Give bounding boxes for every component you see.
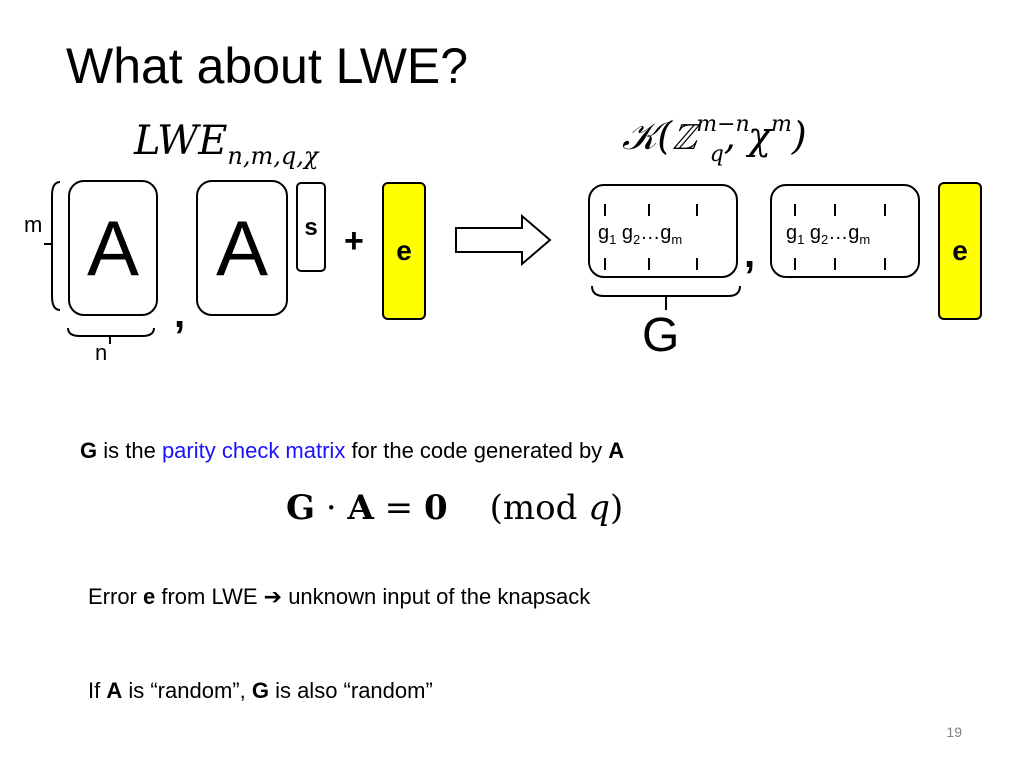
matrix-a2-label: A: [215, 204, 269, 292]
secret-label: s: [304, 214, 318, 241]
knapsack-label-sup2: m: [770, 112, 792, 137]
error-vector-right: e: [938, 182, 982, 320]
slide-title: What about LWE?: [66, 38, 469, 94]
plus-sign: +: [344, 222, 364, 260]
page-number: 19: [946, 724, 962, 740]
knapsack-label-sub: q: [709, 142, 724, 167]
text-parity-line: G is the parity check matrix for the cod…: [80, 438, 625, 463]
text-random-line: If A is “random”, G is also “random”: [88, 678, 433, 703]
m-bracket: [51, 181, 61, 311]
g-matrix-box-1: [588, 184, 738, 278]
lwe-label-subscript: n,m,q,χ: [227, 142, 319, 170]
lwe-label-main: LWE: [134, 118, 228, 164]
implies-arrow-icon: [455, 213, 552, 267]
error-label-left: e: [396, 235, 412, 266]
g-columns-label-1: g1 g2…gm: [598, 222, 683, 247]
n-bracket: [67, 327, 155, 337]
matrix-a-label: A: [86, 204, 140, 292]
text-error-line: Error e from LWE ➔ unknown input of the …: [88, 584, 591, 609]
secret-vector: s: [296, 182, 326, 272]
knapsack-label-rest: , χ: [723, 114, 771, 158]
dim-m-label: m: [24, 212, 43, 237]
lwe-label: LWEn,m,q,χ: [134, 118, 318, 170]
g-brace: [591, 285, 741, 310]
knapsack-label-sup: m−n: [696, 112, 750, 137]
knapsack-label-close: ): [791, 114, 807, 158]
dim-n-label: n: [95, 340, 108, 365]
knapsack-label: 𝒦(ℤm−n q, χm): [622, 112, 807, 167]
parity-check-matrix-link[interactable]: parity check matrix: [161, 438, 346, 463]
g-columns-label-2: g1 g2…gm: [786, 222, 871, 247]
arrow-icon: ➔: [263, 584, 283, 609]
equation-ga-zero: G · A = 0(mod q): [286, 488, 624, 528]
knapsack-label-main: 𝒦(ℤ: [622, 114, 697, 158]
g-brace-label: G: [642, 309, 680, 362]
matrix-a2-box: A: [196, 180, 288, 316]
error-label-right: e: [952, 235, 968, 266]
matrix-a-box: A: [68, 180, 158, 316]
dimension-brackets: [44, 181, 155, 344]
left-comma: ,: [174, 292, 186, 336]
right-comma: ,: [744, 232, 756, 276]
error-vector-left: e: [382, 182, 426, 320]
